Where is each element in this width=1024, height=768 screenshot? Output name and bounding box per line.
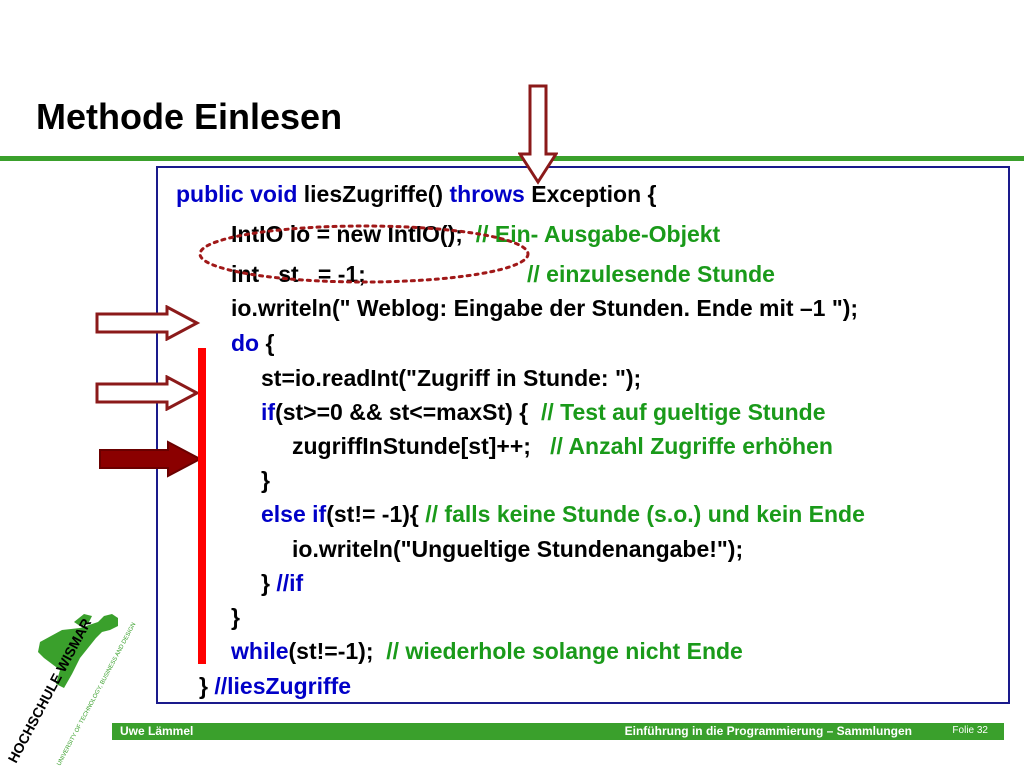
title-divider bbox=[0, 156, 1024, 161]
code-comment: // Test auf gueltige Stunde bbox=[540, 399, 826, 425]
code-line-6: st=io.readInt("Zugriff in Stunde: "); bbox=[261, 364, 641, 392]
code-text: (st>=0 && st<=maxSt) { bbox=[275, 399, 541, 425]
code-text: io.writeln("Ungueltige Stundenangabe!"); bbox=[292, 536, 744, 562]
code-text: } bbox=[261, 467, 270, 493]
code-text: } bbox=[261, 570, 277, 596]
footer-page-number: Folie 32 bbox=[952, 725, 988, 736]
code-text: } bbox=[231, 604, 240, 630]
code-comment: // Ein- Ausgabe-Objekt bbox=[475, 221, 721, 247]
code-box bbox=[156, 166, 1010, 704]
code-text: zugriffInStunde[st]++; bbox=[292, 433, 551, 459]
hochschule-wismar-logo: HOCHSCHULE WISMAR UNIVERSITY OF TECHNOLO… bbox=[5, 614, 137, 767]
code-line-11: io.writeln("Ungueltige Stundenangabe!"); bbox=[292, 535, 743, 563]
code-keyword: while bbox=[231, 638, 289, 664]
code-keyword: if bbox=[261, 399, 276, 425]
footer-author: Uwe Lämmel bbox=[120, 724, 194, 738]
loop-body-marker bbox=[198, 348, 206, 664]
code-text: (st!=-1); bbox=[288, 638, 387, 664]
code-keyword: do bbox=[231, 330, 260, 356]
code-text: { bbox=[259, 330, 275, 356]
footer-course: Einführung in die Programmierung – Samml… bbox=[624, 724, 912, 738]
code-line-15: } //liesZugriffe bbox=[199, 672, 351, 700]
right-arrow-outline-icon bbox=[95, 375, 201, 411]
code-comment: // Anzahl Zugriffe erhöhen bbox=[550, 433, 833, 459]
code-line-7: if(st>=0 && st<=maxSt) { // Test auf gue… bbox=[261, 398, 826, 426]
code-keyword: throws bbox=[449, 181, 525, 207]
code-comment: // falls keine Stunde (s.o.) und kein En… bbox=[425, 501, 865, 527]
code-text: st=io.readInt("Zugriff in Stunde: "); bbox=[261, 365, 642, 391]
right-arrow-outline-icon bbox=[95, 305, 201, 341]
code-text: } bbox=[199, 673, 215, 699]
code-comment: // wiederhole solange nicht Ende bbox=[386, 638, 743, 664]
code-line-12: } //if bbox=[261, 569, 303, 597]
dashed-ellipse-highlight bbox=[198, 224, 530, 284]
code-line-10: else if(st!= -1){ // falls keine Stunde … bbox=[261, 500, 865, 528]
code-line-14: while(st!=-1); // wiederhole solange nic… bbox=[231, 637, 743, 665]
right-arrow-filled-icon bbox=[99, 440, 202, 478]
down-arrow-icon bbox=[518, 84, 558, 185]
code-comment: //if bbox=[276, 570, 304, 596]
code-line-5: do { bbox=[231, 329, 274, 357]
slide-title: Methode Einlesen bbox=[36, 96, 343, 137]
code-line-4: io.writeln(" Weblog: Eingabe der Stunden… bbox=[231, 294, 858, 322]
footer-bar: Uwe Lämmel Einführung in die Programmier… bbox=[112, 723, 1004, 740]
code-line-1: public void liesZugriffe() throws Except… bbox=[176, 180, 657, 208]
code-text: io.writeln(" Weblog: Eingabe der Stunden… bbox=[231, 295, 859, 321]
code-comment: //liesZugriffe bbox=[214, 673, 352, 699]
code-keyword: else if bbox=[261, 501, 327, 527]
code-line-9: } bbox=[261, 466, 270, 494]
code-line-8: zugriffInStunde[st]++; // Anzahl Zugriff… bbox=[292, 432, 833, 460]
code-text: liesZugriffe() bbox=[297, 181, 450, 207]
code-keyword: public void bbox=[176, 181, 298, 207]
code-text: (st!= -1){ bbox=[326, 501, 426, 527]
code-text: Exception { bbox=[524, 181, 657, 207]
code-line-13: } bbox=[231, 603, 240, 631]
code-comment: // einzulesende Stunde bbox=[527, 261, 775, 287]
